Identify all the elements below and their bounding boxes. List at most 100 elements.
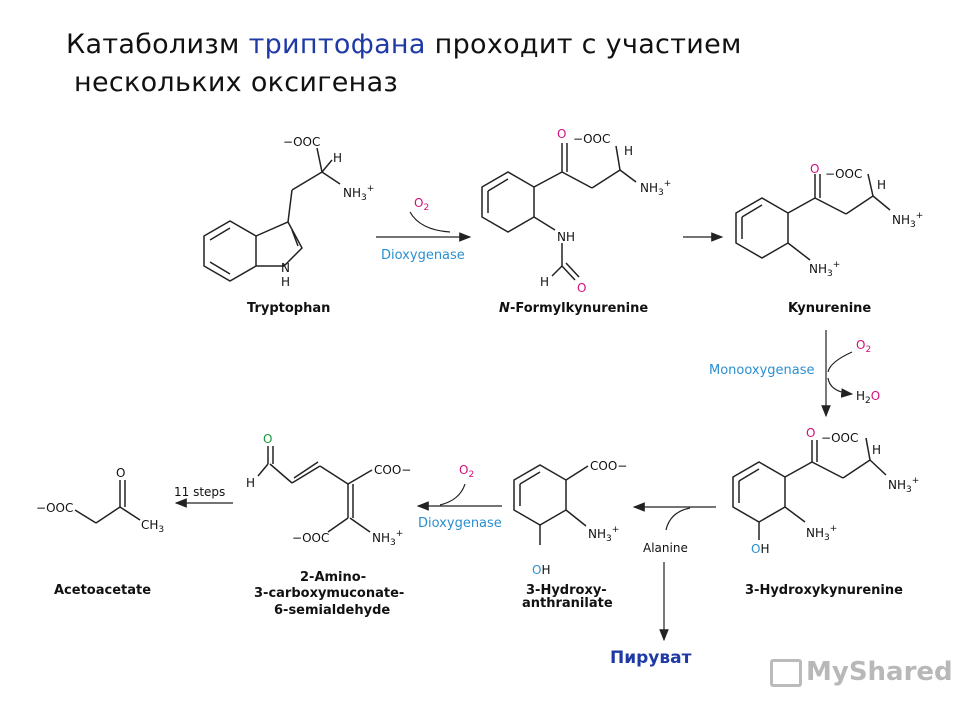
ooc-group: OOC xyxy=(302,531,329,545)
plus-sign: + xyxy=(612,525,620,535)
step-arrow-6: 11 steps xyxy=(174,485,233,508)
minus-sign: − xyxy=(36,501,46,515)
enzyme-monooxygenase: Monooxygenase xyxy=(709,363,815,378)
hydroxyl-o: O xyxy=(751,542,760,556)
svg-text:−OOC: −OOC xyxy=(283,135,320,149)
nh3-group: NH xyxy=(343,186,361,200)
alanine-label: Alanine xyxy=(643,541,688,555)
step-arrow-4: Alanine xyxy=(632,502,716,642)
svg-text:−OOC: −OOC xyxy=(36,501,73,515)
label-tryptophan: Tryptophan xyxy=(247,301,330,316)
aldehyde-o: O xyxy=(263,432,272,446)
pyruvate-label: Пируват xyxy=(610,648,692,668)
title-line2: нескольких оксигеназ xyxy=(74,67,399,98)
minus-sign: − xyxy=(292,531,302,545)
watermark-text: MyShared xyxy=(806,657,953,687)
nh3-subscript: 3 xyxy=(390,538,396,548)
minus-sign: − xyxy=(617,459,627,473)
ooc-group: OOC xyxy=(46,501,73,515)
title-line1-c: проходит с участием xyxy=(425,29,742,60)
svg-text:−OOC: −OOC xyxy=(292,531,329,545)
h2o-subscript: 2 xyxy=(865,396,871,406)
h2o-o: O xyxy=(871,389,880,403)
label-acetoacetate: Acetoacetate xyxy=(54,583,151,598)
kynurenine-structure: O −OOC H NH3+ NH3+ Kynurenine xyxy=(735,162,924,316)
label-n-formylkynurenine: -Formylkynurenine xyxy=(510,301,648,316)
h-atom: H xyxy=(624,144,633,158)
o2-label: O xyxy=(414,196,423,210)
keto-o: O xyxy=(557,127,566,141)
svg-text:NH3+: NH3+ xyxy=(806,524,837,543)
plus-sign: + xyxy=(833,260,841,270)
nh3-subscript: 3 xyxy=(910,220,916,230)
label-3-hydroxy: 3-Hydroxy- xyxy=(526,583,607,598)
minus-sign: − xyxy=(825,167,835,181)
ch3-subscript: 3 xyxy=(158,525,164,535)
ooc-group: OOC xyxy=(293,135,320,149)
step-arrow-5: O2 Dioxygenase xyxy=(416,463,502,531)
plus-sign: + xyxy=(912,476,920,486)
minus-sign: − xyxy=(821,431,831,445)
watermark-logo: MyShared xyxy=(770,657,953,687)
label-kynurenine: Kynurenine xyxy=(788,301,871,316)
enzyme-dioxygenase-1: Dioxygenase xyxy=(381,248,465,263)
nh3-group: NH xyxy=(372,531,390,545)
svg-text:NH3+: NH3+ xyxy=(640,179,671,198)
o2-subscript: 2 xyxy=(468,470,474,480)
hydroxyl-h: H xyxy=(541,563,550,577)
label-n: N xyxy=(499,301,510,316)
svg-text:−OOC: −OOC xyxy=(821,431,858,445)
formyl-h: H xyxy=(540,275,549,289)
minus-sign: − xyxy=(573,132,583,146)
o2-label: O xyxy=(856,338,865,352)
svg-text:NH3+: NH3+ xyxy=(809,260,840,279)
label-2-amino: 2-Amino- xyxy=(300,570,366,585)
nh3-group: NH xyxy=(588,527,606,541)
aminocarboxymuconate-structure: O H COO− −OOC NH3+ 2-Amino- 3-carboxymuc… xyxy=(246,432,411,618)
svg-text:NH3+: NH3+ xyxy=(888,476,919,495)
plus-sign: + xyxy=(916,211,924,221)
nh3-subscript: 3 xyxy=(361,193,367,203)
nh3-group: NH xyxy=(640,181,658,195)
svg-text:−OOC: −OOC xyxy=(573,132,610,146)
svg-text:−OOC: −OOC xyxy=(825,167,862,181)
h-atom: H xyxy=(872,443,881,457)
nh3-group: NH xyxy=(892,213,910,227)
hydroxykynurenine-structure: O −OOC H NH3+ NH3+ OH 3-Hydroxykynurenin… xyxy=(732,426,919,598)
label-3-hydroxykynurenine: 3-Hydroxykynurenine xyxy=(745,583,903,598)
ooc-group: OOC xyxy=(583,132,610,146)
plus-sign: + xyxy=(367,184,375,194)
aldehyde-h: H xyxy=(246,476,255,490)
o2-subscript: 2 xyxy=(423,203,429,213)
ch3-group: CH xyxy=(141,518,158,532)
indole-n: N xyxy=(281,261,290,275)
amide-nh: NH xyxy=(557,230,575,244)
nh3-subscript: 3 xyxy=(824,533,830,543)
svg-text:OH: OH xyxy=(532,563,550,577)
tryptophan-structure: −OOC H NH3+ N H Tryptophan xyxy=(203,135,374,316)
svg-text:O2: O2 xyxy=(856,338,871,355)
step-arrow-1: O2 Dioxygenase xyxy=(376,196,472,263)
plus-sign: + xyxy=(830,524,838,534)
h2o-h: H xyxy=(856,389,865,403)
hydroxyanthranilate-structure: COO− NH3+ OH 3-Hydroxy- anthranilate xyxy=(513,459,627,611)
h-atom: H xyxy=(877,178,886,192)
title-highlight: триптофана xyxy=(248,29,426,60)
svg-text:COO−: COO− xyxy=(590,459,627,473)
svg-text:OH: OH xyxy=(751,542,769,556)
svg-text:COO−: COO− xyxy=(374,463,411,477)
presentation-icon xyxy=(770,658,802,687)
svg-text:NH3+: NH3+ xyxy=(343,184,374,203)
plus-sign: + xyxy=(396,529,404,539)
nh3-subscript: 3 xyxy=(827,269,833,279)
nh3-group: NH xyxy=(888,478,906,492)
nh3-group: NH xyxy=(809,262,827,276)
hydroxyl-h: H xyxy=(760,542,769,556)
keto-o: O xyxy=(116,466,125,480)
coo-c: COO xyxy=(590,459,617,473)
indole-h: H xyxy=(281,275,290,289)
svg-text:NH3+: NH3+ xyxy=(588,525,619,544)
enzyme-dioxygenase-2: Dioxygenase xyxy=(418,516,502,531)
ooc-group: OOC xyxy=(835,167,862,181)
